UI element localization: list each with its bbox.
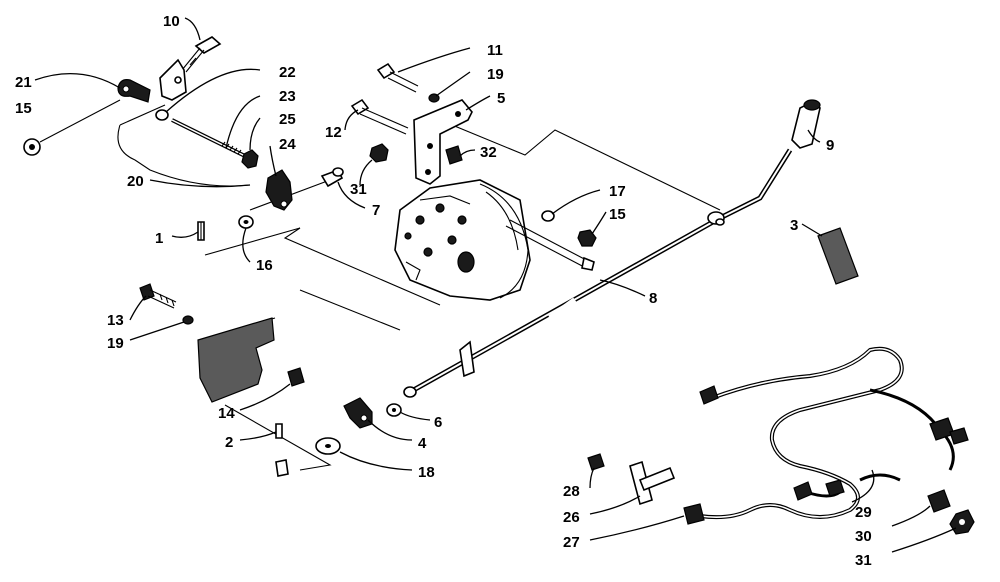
mounting-plate-lower [197,317,275,403]
part-17-washer [541,210,555,222]
callout-23: 23 [279,88,296,105]
part-6-washer [386,403,402,417]
housing-long-bolt [505,219,595,271]
leader-lines [34,17,957,553]
callout-31b: 31 [855,552,872,569]
rod-mount-clip [459,340,475,378]
callout-12: 12 [325,124,342,141]
part-2-sleeve [275,459,289,477]
part-25-nut [241,149,259,169]
callout-13: 13 [107,312,124,329]
callout-10: 10 [163,13,180,30]
part-5-bracket [413,99,473,185]
part-2-pin [275,423,283,439]
part-1-cotter-pin [197,221,205,241]
part-11-bolt [376,62,419,93]
callout-15: 15 [15,100,32,117]
callout-2: 2 [225,434,233,451]
part-22-washer [155,109,169,121]
callout-22: 22 [279,64,296,81]
callout-4: 4 [418,435,427,452]
part-28-grommet [587,453,605,471]
part-23-threaded-rod [171,118,246,158]
callout-1: 1 [155,230,163,247]
part-15-nut-right [577,229,597,247]
part-12-bolt [350,98,409,135]
callout-20: 20 [127,173,144,190]
callout-9: 9 [826,137,834,154]
callout-32: 32 [480,144,497,161]
part-26-clamp [629,460,676,506]
callout-21: 21 [15,74,32,91]
callout-15b: 15 [609,206,626,223]
part-4-clevis [343,397,373,429]
part-21-clevis [117,79,151,103]
part-24-lever [265,169,293,211]
part-3-decal [817,227,859,285]
part-18-washer [315,437,341,455]
lead-15-line [39,99,121,143]
brake-housing [394,179,531,301]
callout-27: 27 [563,534,580,551]
callout-5: 5 [497,90,505,107]
part-10-bolt [181,36,222,73]
callout-28: 28 [563,483,580,500]
part-19-lockwasher-lower [182,315,194,325]
part-13-bolt [139,283,177,309]
part-31-nut-upper [369,143,389,163]
callout-31: 31 [350,181,367,198]
part-15-nut [23,138,41,156]
callout-18: 18 [418,464,435,481]
callout-11: 11 [487,42,503,59]
callout-3: 3 [790,217,798,234]
part-9-shift-lever [707,99,821,226]
callout-14: 14 [218,405,235,422]
callout-labels: 10 21 15 22 23 25 24 20 1 16 7 31 12 11 … [15,13,872,569]
callout-29: 29 [855,504,872,521]
callout-6: 6 [434,414,442,431]
callout-25: 25 [279,111,296,128]
callout-7: 7 [372,202,380,219]
callout-19b: 19 [107,335,124,352]
rod-end [403,386,417,398]
callout-8: 8 [649,290,657,307]
callout-24: 24 [279,136,296,153]
part-bracket-upper-left [159,58,187,101]
callout-16: 16 [256,257,273,274]
callout-19: 19 [487,66,504,83]
callout-26: 26 [563,509,580,526]
part-32-spacer [445,145,463,165]
part-30-switch [927,489,951,513]
part-16-washer [238,215,254,229]
part-14-spacer [287,367,305,387]
part-31-nut-lower [949,509,975,535]
callout-17: 17 [609,183,626,200]
callout-30: 30 [855,528,872,545]
part-wiring-harness [683,346,969,525]
part-7-pin [320,167,344,188]
